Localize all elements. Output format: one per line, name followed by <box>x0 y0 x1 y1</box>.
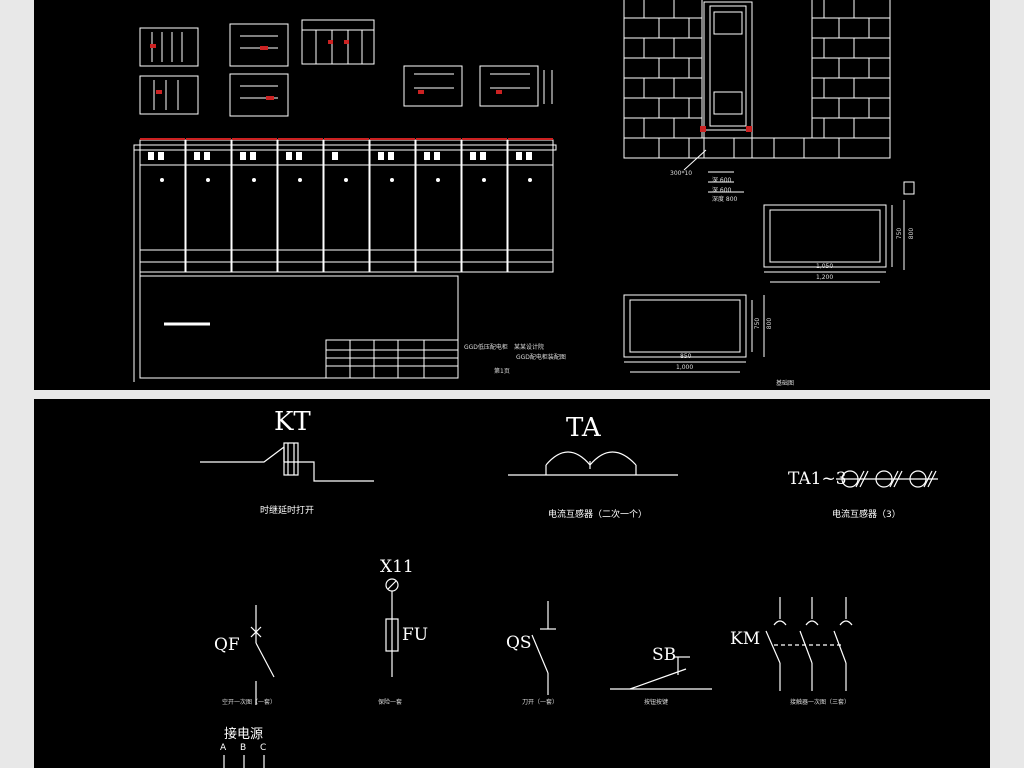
phase-b-label: B <box>240 743 247 753</box>
title-block-label-1: GGD低压配电柜 <box>464 344 508 351</box>
cabinet-meters <box>148 152 532 182</box>
fu-caption: 保险一套 <box>378 699 403 706</box>
cabinet-in-wall <box>683 1 753 193</box>
title-block-label-4: 第1页 <box>494 368 510 375</box>
symbol-legend-svg <box>200 442 938 768</box>
foundation-caption: 基础图 <box>776 380 795 387</box>
box1-height-inner: 750 <box>896 227 904 240</box>
fu-code: FU <box>402 625 429 645</box>
cabinet-drawing-svg <box>133 0 915 382</box>
current-transformer-3-icon <box>836 470 938 488</box>
wall-dim-2: 深 600 <box>712 177 732 184</box>
kt-caption: 时继延时打开 <box>260 506 315 516</box>
ta13-caption: 电流互感器（3） <box>832 510 901 520</box>
kt-code: KT <box>274 407 311 437</box>
schematic-sheet-thumbnails <box>139 19 553 117</box>
box2-width-outer: 1,000 <box>676 364 694 371</box>
box1-width-inner: 1,050 <box>816 263 834 270</box>
sheet-red-marks <box>150 40 502 100</box>
cabinet-drawing-panel: 300*10 深 600 深 600 深度 800 1,050 1,200 75… <box>34 0 990 390</box>
phase-a-label: A <box>220 743 227 753</box>
push-button-icon <box>610 656 712 690</box>
wall-red-marks <box>700 126 752 132</box>
power-title: 接电源 <box>224 727 264 742</box>
contactor-icon <box>765 597 853 691</box>
sb-caption: 按钮按键 <box>644 699 669 706</box>
ta-code: TA <box>566 413 601 443</box>
qf-code: QF <box>214 635 240 655</box>
symbol-legend-panel: KT 时继延时打开 TA 电流互感器（二次一个） TA1~3 电流互感器（3） … <box>34 399 990 768</box>
box1-width-outer: 1,200 <box>816 274 834 281</box>
wall-dim-3: 深 600 <box>712 187 732 194</box>
ta-caption: 电流互感器（二次一个） <box>548 510 648 520</box>
qs-caption: 刀开（一套） <box>522 699 559 706</box>
power-source-icon <box>223 755 265 768</box>
title-block-label-2: 某某设计院 <box>514 344 545 351</box>
sb-code: SB <box>652 645 677 665</box>
qf-caption: 空开一次图（一套） <box>222 699 277 706</box>
wall-opening <box>701 0 813 139</box>
base-frame-2 <box>623 294 765 373</box>
current-transformer-icon <box>508 451 678 476</box>
ta13-code: TA1~3 <box>788 469 847 489</box>
box2-width-inner: 850 <box>680 353 692 360</box>
box2-height-outer: 800 <box>766 317 774 330</box>
km-caption: 接触器一次图（三套） <box>790 699 851 706</box>
km-code: KM <box>730 629 761 649</box>
base-frame-1 <box>763 181 915 283</box>
circuit-breaker-icon <box>250 605 275 705</box>
title-block-label-3: GGD配电柜装配图 <box>516 354 566 361</box>
fuse-icon <box>385 578 399 677</box>
box2-height-inner: 750 <box>754 317 762 330</box>
wall-dim-1: 300*10 <box>670 170 693 177</box>
fu-terminal-code: X11 <box>380 557 414 577</box>
phase-c-label: C <box>260 743 267 753</box>
box1-height-outer: 800 <box>908 227 916 240</box>
time-relay-icon <box>200 442 374 482</box>
qs-code: QS <box>506 633 532 653</box>
cabinet-top-red-edges <box>140 138 553 140</box>
wall-dim-4: 深度 800 <box>712 196 738 203</box>
knife-switch-icon <box>531 601 556 695</box>
